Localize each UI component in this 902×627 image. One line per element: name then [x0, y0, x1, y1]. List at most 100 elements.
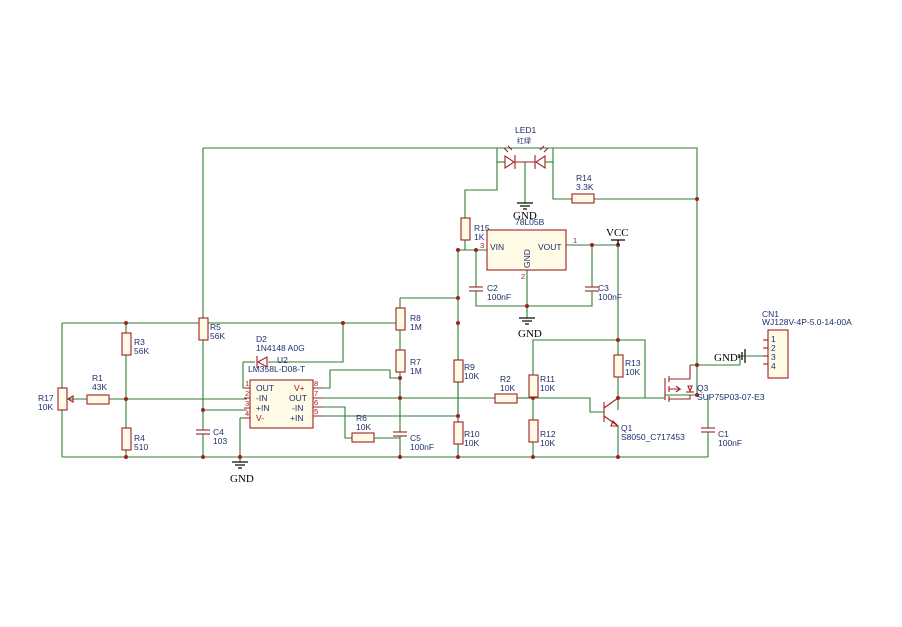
- gnd-opamp: GND: [230, 461, 254, 485]
- r10-ref: R10: [464, 429, 480, 439]
- u2-pin5: 5: [314, 407, 318, 416]
- r11-value: 10K: [540, 383, 555, 393]
- u2-inm2: -IN: [292, 403, 303, 413]
- r10[interactable]: R10 10K: [453, 421, 480, 448]
- r9[interactable]: R9 10K: [453, 359, 479, 383]
- cn1-value: WJ128V-4P-5.0-14-00A: [762, 317, 852, 327]
- u2-inp2: +IN: [290, 413, 303, 423]
- u2-pin4: 4: [245, 409, 249, 418]
- r2-value: 10K: [500, 383, 515, 393]
- c4-ref: C4: [213, 427, 224, 437]
- cn1-connector[interactable]: CN1 WJ128V-4P-5.0-14-00A 1 2 3 4: [762, 309, 852, 379]
- r17-value: 10K: [38, 402, 53, 412]
- r3[interactable]: R3 56K: [121, 332, 149, 356]
- q3-mosfet[interactable]: Q3 SUP75P03-07-E3: [645, 365, 765, 402]
- r3-value: 56K: [134, 346, 149, 356]
- c4-value: 103: [213, 436, 227, 446]
- q3-ref: Q3: [697, 383, 709, 393]
- regulator-78l05b[interactable]: 78L05B VIN VOUT GND 3 1 2: [480, 217, 577, 281]
- d2-ref: D2: [256, 334, 267, 344]
- wires: [61, 147, 740, 462]
- c3-value: 100nF: [598, 292, 622, 302]
- cn1-pin3: 3: [771, 352, 776, 362]
- c1[interactable]: C1 100nF: [701, 427, 742, 448]
- r1-value: 43K: [92, 382, 107, 392]
- u2-pin7: 7: [314, 389, 318, 398]
- c1-ref: C1: [718, 429, 729, 439]
- u2-value: LM358L-D08-T: [248, 364, 305, 374]
- u2-pin8: 8: [314, 379, 318, 388]
- q1-ref: Q1: [621, 423, 633, 433]
- r14[interactable]: R14 3.3K: [571, 173, 595, 204]
- led1-ref: LED1: [515, 125, 537, 135]
- r7-value: 1M: [410, 366, 422, 376]
- c4[interactable]: C4 103: [196, 427, 227, 446]
- c3-ref: C3: [598, 283, 609, 293]
- r7-ref: R7: [410, 357, 421, 367]
- r6[interactable]: R6 10K: [351, 413, 375, 443]
- c2-value: 100nF: [487, 292, 511, 302]
- c5-ref: C5: [410, 433, 421, 443]
- c3[interactable]: C3 100nF: [585, 283, 622, 302]
- c5-value: 100nF: [410, 442, 434, 452]
- gnd-regulator: GND: [518, 317, 542, 340]
- q1-transistor[interactable]: Q1 S8050_C717453: [603, 397, 685, 443]
- r14-ref: R14: [576, 173, 592, 183]
- gnd-regulator-label: GND: [518, 328, 542, 340]
- regulator-gnd: GND: [522, 249, 532, 268]
- u2-pin6: 6: [314, 398, 318, 407]
- u2-inm: -IN: [256, 393, 267, 403]
- u2-pin1: 1: [245, 379, 249, 388]
- r2[interactable]: R2 10K: [494, 374, 518, 404]
- cn1-pin4: 4: [771, 361, 776, 371]
- r15-ref: R15: [474, 223, 490, 233]
- u2-out2: OUT: [289, 393, 307, 403]
- gnd-opamp-label: GND: [230, 473, 254, 485]
- r15[interactable]: R15 1K: [460, 217, 490, 242]
- cn1-pin2: 2: [771, 343, 776, 353]
- c5[interactable]: C5 100nF: [393, 431, 434, 452]
- r1-ref: R1: [92, 373, 103, 383]
- r17-ref: R17: [38, 393, 54, 403]
- q3-value: SUP75P03-07-E3: [697, 392, 765, 402]
- r8-value: 1M: [410, 322, 422, 332]
- r7[interactable]: R7 1M: [395, 349, 422, 376]
- r11[interactable]: R11 10K: [528, 374, 555, 398]
- regulator-value: 78L05B: [515, 217, 545, 227]
- u2-pin2: 2: [245, 389, 249, 398]
- r12-value: 10K: [540, 438, 555, 448]
- r3-ref: R3: [134, 337, 145, 347]
- r8[interactable]: R8 1M: [395, 307, 422, 332]
- r5-ref: R5: [210, 322, 221, 332]
- r12[interactable]: R12 10K: [528, 419, 556, 448]
- r4[interactable]: R4 510: [121, 427, 148, 452]
- u2-vp: V+: [294, 383, 305, 393]
- r5-value: 56K: [210, 331, 225, 341]
- regulator-pin3: 3: [480, 241, 484, 250]
- r1[interactable]: R1 43K: [86, 373, 110, 405]
- r6-ref: R6: [356, 413, 367, 423]
- c2[interactable]: C2 100nF: [469, 283, 511, 302]
- r5[interactable]: R5 56K: [198, 317, 225, 341]
- d2-value: 1N4148 A0G: [256, 343, 305, 353]
- regulator-vout: VOUT: [538, 242, 562, 252]
- r13[interactable]: R13 10K: [613, 354, 641, 378]
- r6-value: 10K: [356, 422, 371, 432]
- junctions: [124, 197, 699, 459]
- gnd-cn1-label: GND: [714, 352, 738, 364]
- u2-opamp[interactable]: U2 LM358L-D08-T OUT -IN +IN V- V+ OUT -I…: [244, 355, 323, 429]
- regulator-pin1: 1: [573, 236, 577, 245]
- r14-value: 3.3K: [576, 182, 594, 192]
- led1[interactable]: LED1 红绿: [497, 125, 553, 203]
- gnd-cn1: GND: [714, 349, 763, 364]
- u2-inp: +IN: [256, 403, 269, 413]
- q1-value: S8050_C717453: [621, 432, 685, 442]
- r9-ref: R9: [464, 362, 475, 372]
- r15-value: 1K: [474, 232, 485, 242]
- d2-diode[interactable]: D2 1N4148 A0G: [256, 334, 305, 368]
- r9-value: 10K: [464, 371, 479, 381]
- r4-value: 510: [134, 442, 148, 452]
- r8-ref: R8: [410, 313, 421, 323]
- r17-potentiometer[interactable]: R17 10K: [38, 387, 74, 412]
